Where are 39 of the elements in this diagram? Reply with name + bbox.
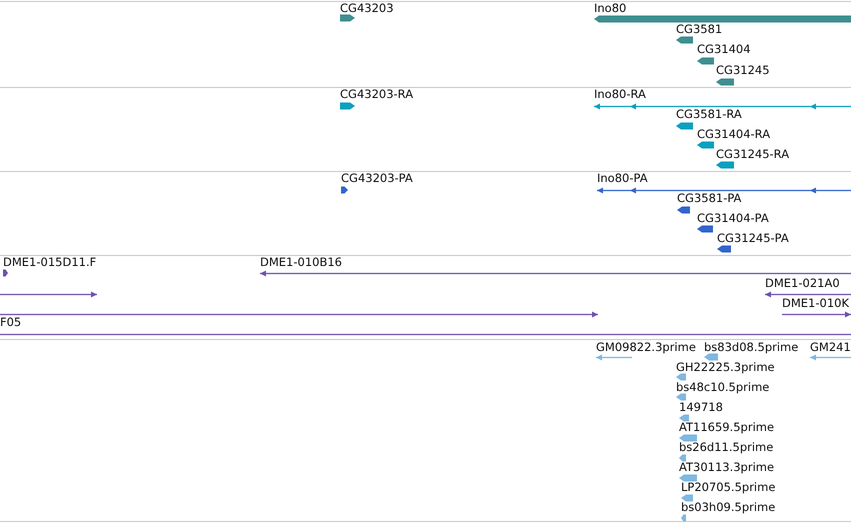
feature-label: CG31404 (697, 43, 751, 56)
feature-label: CG3581 (676, 23, 722, 36)
feature-label: DME1-010K (782, 297, 850, 310)
feature-label: GM09822.3prime (596, 341, 696, 354)
feature-label: CG31245-RA (716, 148, 790, 161)
feature-label: CG3581-PA (677, 192, 742, 205)
feature-label: GM241 (810, 341, 851, 354)
feature-label: Ino80 (594, 2, 626, 15)
feature-label: DME1-015D11.F (3, 256, 96, 269)
feature-track-item (260, 256, 851, 277)
feature-track-item (594, 2, 851, 23)
feature-label: Ino80-RA (594, 88, 646, 101)
feature-track-item (765, 277, 851, 298)
feature-label: F05 (0, 316, 22, 329)
feature-label: CG43203-RA (340, 88, 414, 101)
feature-track-item (594, 88, 851, 110)
feature-label: DME1-010B16 (260, 256, 342, 269)
feature-track-item (810, 341, 851, 361)
feature-label: CG3581-RA (676, 108, 742, 121)
feature-label: AT11659.5prime (679, 421, 774, 434)
feature-label: CG43203 (340, 2, 394, 15)
feature-label: DME1-021A0 (765, 277, 840, 290)
feature-label: 149718 (679, 401, 723, 414)
feature-label: CG31245 (716, 64, 770, 77)
feature-track-item (597, 172, 851, 194)
feature-label: CG43203-PA (341, 172, 413, 185)
feature-label: LP20705.5prime (681, 481, 776, 494)
feature-label: CG31404-RA (697, 128, 770, 141)
feature-label: bs26d11.5prime (679, 441, 774, 454)
feature-track-item (782, 297, 851, 318)
feature-label: bs03h09.5prime (681, 501, 776, 514)
feature-label: GH22225.3prime (676, 361, 775, 374)
feature-label: bs83d08.5prime (704, 341, 798, 354)
feature-track-item (0, 316, 851, 338)
feature-label: AT30113.3prime (679, 461, 774, 474)
feature-label: Ino80-PA (597, 172, 648, 185)
feature-label: CG31404-PA (697, 212, 769, 225)
feature-label: bs48c10.5prime (676, 381, 770, 394)
feature-label: CG31245-PA (717, 232, 789, 245)
